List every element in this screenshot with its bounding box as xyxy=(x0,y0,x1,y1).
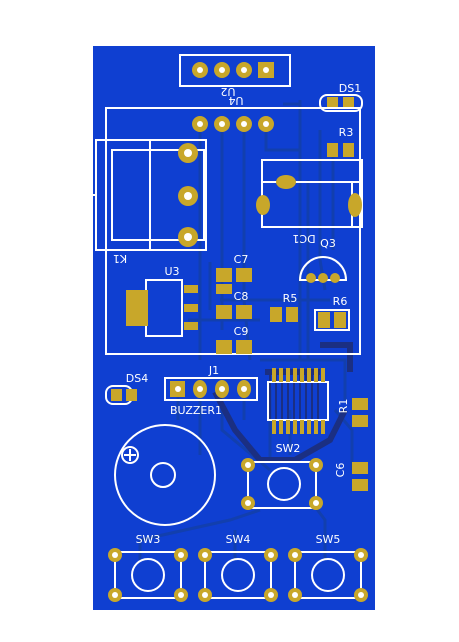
j1-label: J1 xyxy=(208,364,219,377)
r6-pad-2 xyxy=(334,312,346,328)
c7-pad-2 xyxy=(236,268,252,282)
sw2-actuator xyxy=(267,467,301,501)
c7-label: C7 xyxy=(234,253,249,266)
sw3-pads xyxy=(108,548,188,602)
dc1-pad-3 xyxy=(348,193,362,217)
sw4-pads xyxy=(198,548,278,602)
q3-outline xyxy=(298,256,348,281)
r5-pad-2 xyxy=(286,307,298,322)
c6-pad-2 xyxy=(352,479,368,491)
buzzer1-label: BUZZER1 xyxy=(170,404,222,417)
ds1-label: DS1 xyxy=(339,82,361,95)
dc1-label: DC1 xyxy=(292,232,315,245)
sw4-actuator xyxy=(221,558,255,592)
sw2-label: SW2 xyxy=(276,442,301,455)
r3-pad-2 xyxy=(343,143,354,157)
c8-pad-1 xyxy=(216,305,232,319)
r3-label: R3 xyxy=(339,126,354,139)
u4-label: U4 xyxy=(228,94,243,107)
k1-outline xyxy=(91,107,361,355)
sw3-label: SW3 xyxy=(136,533,161,546)
sw5-actuator xyxy=(311,558,345,592)
sw5-outline xyxy=(294,551,362,599)
k1-pads xyxy=(178,143,198,247)
ds4-pad-2 xyxy=(126,389,137,401)
c6-label: C6 xyxy=(334,463,347,478)
u4-outline xyxy=(179,54,291,87)
q3-pads xyxy=(306,273,340,283)
c9-pad-1 xyxy=(216,340,232,354)
ds4-pad-1 xyxy=(111,389,122,401)
dc1-pad-2 xyxy=(256,195,270,215)
r5-label: R5 xyxy=(283,292,298,305)
ds4-label: DS4 xyxy=(126,372,148,385)
c8-label: C8 xyxy=(234,290,249,303)
buzzer1-center-pad xyxy=(150,462,176,488)
ds1-outline xyxy=(319,94,363,112)
r5-pad-1 xyxy=(270,307,282,322)
j1-pads xyxy=(170,380,251,398)
r1-pad-1 xyxy=(352,398,368,410)
u3-tab-pad xyxy=(126,290,148,326)
sw2-pads xyxy=(241,458,323,510)
ic-pins-bottom xyxy=(272,420,325,434)
u3-label: U3 xyxy=(164,265,179,278)
traces xyxy=(138,100,354,560)
r6-pad-1 xyxy=(318,312,330,328)
u3-pins xyxy=(184,285,198,330)
c9-label: C9 xyxy=(234,325,249,338)
ds1-pad-2 xyxy=(343,97,354,109)
c6-pad-1 xyxy=(352,462,368,474)
c7-pad-1 xyxy=(216,268,232,282)
ic-outline xyxy=(267,381,329,421)
buzzer1-plus-mark xyxy=(121,446,139,464)
r1-label: R1 xyxy=(337,399,350,414)
sw3-outline xyxy=(114,551,182,599)
q3-label: Q3 xyxy=(320,237,336,250)
sw4-outline xyxy=(204,551,272,599)
r6-label: R6 xyxy=(333,295,348,308)
sw4-label: SW4 xyxy=(226,533,251,546)
c7-pad-3 xyxy=(216,284,232,294)
c9-pad-2 xyxy=(236,340,252,354)
j1-outline xyxy=(164,377,258,401)
r6-outline xyxy=(314,309,350,331)
sw5-pads xyxy=(288,548,368,602)
u2-pads xyxy=(192,116,274,132)
buzzer1-outline xyxy=(114,424,216,526)
u2-label: U2 xyxy=(220,85,235,98)
sw3-actuator xyxy=(131,558,165,592)
r3-pad-1 xyxy=(327,143,338,157)
ds1-pad-1 xyxy=(327,97,338,109)
c8-pad-2 xyxy=(236,305,252,319)
sw2-outline xyxy=(247,461,317,509)
buzzer1-plus-sign xyxy=(124,449,136,461)
k1-label: K1 xyxy=(113,252,127,265)
r1-pad-2 xyxy=(352,415,368,427)
ic-pins-top xyxy=(272,368,325,382)
sw5-label: SW5 xyxy=(316,533,341,546)
u4-pads xyxy=(192,62,274,78)
dc1-pad-1 xyxy=(276,175,296,189)
